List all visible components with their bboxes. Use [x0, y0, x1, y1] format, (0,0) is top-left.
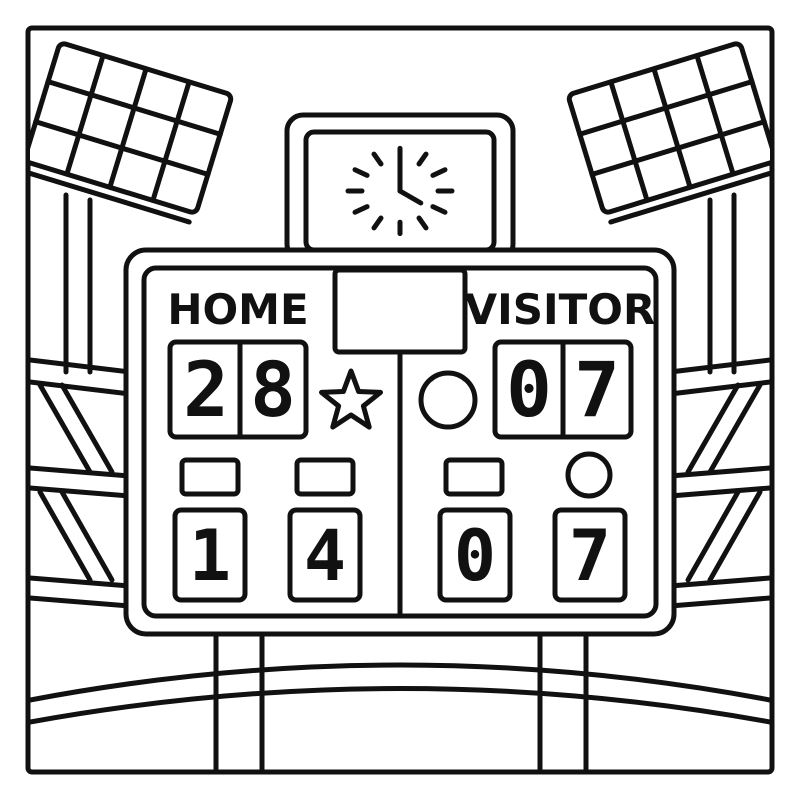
home-indicator-lamp-1 [179, 457, 241, 497]
visitor-indicator-lamp-1 [443, 457, 505, 497]
field-line-top [30, 662, 770, 703]
home-stat-2: 4 [304, 515, 346, 597]
home-label: HOME [167, 285, 308, 334]
scoreboard-post-right [537, 629, 589, 770]
visitor-stat-2: 7 [569, 515, 611, 597]
clock-tick [416, 215, 429, 231]
floodlight-pole-left [63, 192, 93, 375]
clock-icon [345, 145, 455, 237]
field-line-bottom [30, 686, 770, 725]
visitor-stat-box-1 [437, 507, 513, 603]
home-score-ones: 8 [250, 345, 296, 434]
visitor-score-ones: 7 [574, 345, 620, 434]
home-stat-1: 1 [189, 515, 231, 597]
clock-tick [416, 151, 429, 167]
circle-indicator-icon [418, 370, 478, 430]
home-stat-box-2 [287, 507, 363, 603]
clock-tick [352, 204, 370, 215]
clock-tick [371, 215, 384, 231]
stadium-stands-left [30, 357, 133, 609]
home-indicator-lamp-2 [294, 457, 356, 497]
clock-tick [430, 167, 448, 178]
visitor-stat-box-2 [552, 507, 628, 603]
clock-hour-hand [397, 188, 424, 206]
stadium-stands-right [667, 357, 770, 609]
star-icon [319, 368, 383, 430]
clock-tick [430, 204, 448, 215]
floodlight-pole-right [707, 192, 737, 375]
visitor-possession-indicator [565, 451, 613, 499]
center-display-panel [332, 267, 468, 355]
visitor-label: VISITOR [465, 285, 656, 334]
clock-tick [371, 151, 384, 167]
floodlight-icon [566, 41, 770, 225]
visitor-stat-1: 0 [454, 515, 496, 597]
floodlight-icon [30, 41, 234, 225]
clock-tick [352, 167, 370, 178]
home-stat-box-1 [172, 507, 248, 603]
visitor-score-tens: 0 [506, 345, 552, 434]
home-score-tens: 2 [183, 345, 229, 434]
scoreboard-post-left [213, 629, 265, 770]
